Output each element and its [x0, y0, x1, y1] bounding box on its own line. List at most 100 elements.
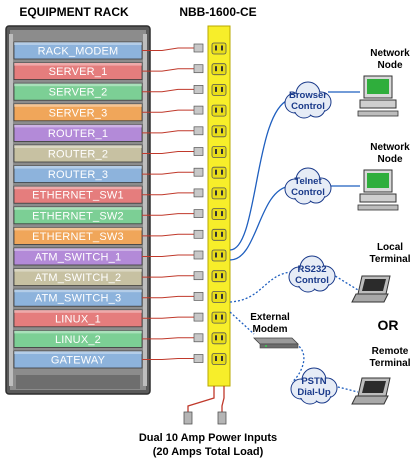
power-cord	[142, 151, 194, 154]
power-cord	[142, 233, 194, 237]
power-plug-1	[183, 411, 193, 425]
control-methods: BrowserControlNetworkNodeTelnetControlNe…	[284, 48, 411, 405]
outlet-slot	[221, 169, 223, 175]
outlet-slot	[215, 128, 217, 134]
power-plug	[193, 312, 204, 322]
rack-unit: ETHERNET_SW3	[13, 226, 143, 245]
rack-unit: LINUX_2	[13, 329, 143, 348]
outlet	[211, 84, 227, 96]
outlet-slot	[221, 107, 223, 113]
rack-rail-right	[143, 34, 147, 386]
rack-unit-highlight	[14, 330, 142, 334]
rack-unit-label: LINUX_1	[55, 313, 101, 325]
cloud-label-line-1: RS232	[297, 264, 326, 275]
caption-line-1: Dual 10 Amp Power Inputs	[139, 432, 277, 444]
outlet-slot	[215, 190, 217, 196]
desktop-computer-icon	[357, 169, 399, 211]
power-input-cable-1	[187, 386, 215, 412]
rack-unit-label: RACK_MODEM	[38, 46, 119, 58]
outlet	[211, 187, 227, 200]
modem-icon	[253, 337, 299, 345]
device-label-line-2: Node	[378, 154, 403, 165]
power-plug	[193, 64, 204, 74]
cloud-fill	[308, 186, 324, 202]
outlet-slot	[221, 252, 223, 258]
rack-unit: ATM_SWITCH_2	[13, 268, 143, 287]
rack-unit-highlight	[14, 248, 142, 251]
device-label-line-2: Terminal	[370, 358, 411, 369]
outlet	[211, 311, 227, 324]
outlet-socket	[211, 228, 227, 241]
rack-unit: GATEWAY	[13, 350, 143, 369]
outlet-slot	[215, 293, 217, 299]
outlet	[211, 146, 227, 158]
rack-unit-highlight	[14, 309, 142, 313]
modem-led	[265, 345, 267, 347]
rack-unit: ATM_SWITCH_1	[13, 247, 143, 266]
outlet-slot	[221, 190, 223, 196]
outlet-slot	[215, 211, 217, 217]
outlet	[211, 208, 227, 221]
outlet-slot	[215, 107, 217, 113]
outlet	[211, 290, 227, 303]
rack-unit-highlight	[14, 186, 142, 190]
outlet-socket	[211, 146, 227, 158]
cloud-fill	[295, 99, 313, 117]
outlet-slot	[215, 149, 217, 154]
link-rs232-terminal	[331, 273, 359, 291]
cloud-icon	[284, 81, 332, 119]
laptop-screen	[362, 279, 386, 291]
outlet	[211, 166, 227, 179]
outlet-slot	[215, 273, 217, 279]
rack-unit-label: ATM_SWITCH_3	[35, 293, 122, 305]
power-plug	[193, 229, 204, 239]
modem-front	[259, 343, 299, 349]
rack-unit: SERVER_3	[13, 103, 143, 122]
outlet-socket	[211, 332, 227, 345]
outlet-slot	[215, 86, 217, 92]
outlet-socket	[211, 290, 227, 303]
outlet-slot	[215, 335, 217, 341]
power-cord	[142, 68, 194, 72]
power-plug	[193, 354, 204, 363]
cloud-label-line-2: Control	[295, 275, 329, 286]
power-cord	[142, 192, 194, 196]
outlet-socket	[211, 311, 227, 324]
power-plug-2	[217, 411, 227, 425]
caption-line-2: (20 Amps Total Load)	[153, 446, 264, 458]
rack-units: RACK_MODEMSERVER_1SERVER_2SERVER_3ROUTER…	[13, 41, 143, 369]
external-modem: External Modem	[250, 312, 299, 349]
power-plug	[193, 188, 204, 198]
power-cord	[142, 171, 194, 175]
cloud-fill	[295, 185, 313, 203]
outlet-socket	[211, 63, 227, 76]
rack-unit-label: ETHERNET_SW1	[32, 190, 124, 202]
power-cords	[142, 43, 204, 363]
device-label-line-1: Network	[370, 48, 410, 59]
outlet-slot	[221, 149, 223, 154]
device-label-line-2: Node	[378, 60, 403, 71]
power-plug	[193, 333, 204, 343]
outlet-slot	[215, 45, 217, 51]
outlet-socket	[211, 270, 227, 283]
power-plug	[193, 250, 204, 260]
laptop-icon	[351, 275, 391, 303]
outlet	[211, 228, 227, 241]
keyboard	[357, 110, 399, 117]
rack-unit-highlight	[14, 268, 142, 272]
device-label-line-2: Terminal	[370, 254, 411, 265]
outlet-socket	[211, 104, 227, 117]
rack-unit: LINUX_1	[13, 309, 143, 328]
power-cord	[142, 275, 194, 278]
outlet	[211, 104, 227, 117]
cloud-label-line-1: Telnet	[294, 176, 322, 187]
rack-unit-highlight	[14, 289, 142, 293]
rack-unit-label: SERVER_3	[49, 107, 108, 119]
outlet-slot	[215, 66, 217, 72]
rack-unit-label: GATEWAY	[51, 355, 106, 367]
outlet-slot	[221, 211, 223, 217]
link-rs232	[229, 271, 291, 303]
cloud-label-line-1: PSTN	[301, 376, 326, 387]
